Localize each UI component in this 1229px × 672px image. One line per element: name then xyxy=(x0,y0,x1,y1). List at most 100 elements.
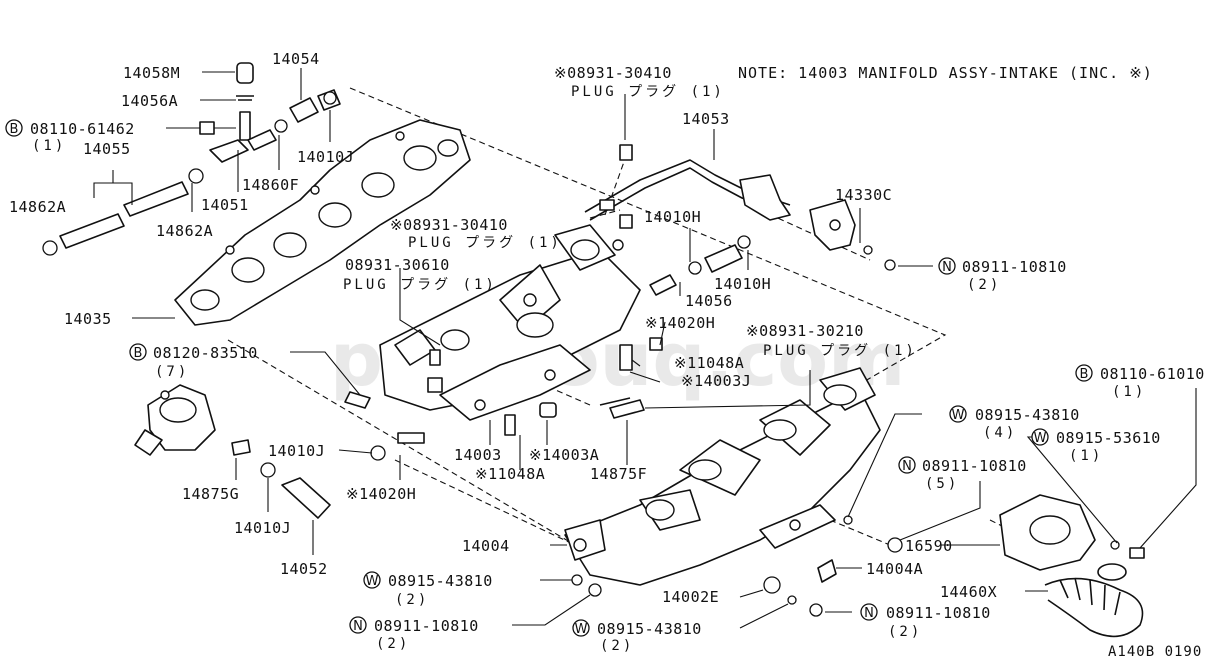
label-14875G: 14875G xyxy=(182,485,239,503)
bolt-marker xyxy=(129,343,147,361)
svg-text:B: B xyxy=(1080,367,1089,382)
label-08915-43810-a-qty: (4) xyxy=(983,425,1017,441)
label-14002E: 14002E xyxy=(662,588,719,606)
label-plug1-text: PLUG プラグ (1) xyxy=(571,84,725,100)
svg-text:B: B xyxy=(10,122,19,137)
svg-text:W: W xyxy=(1034,431,1047,446)
tee-14051 xyxy=(239,111,251,141)
svg-text:N: N xyxy=(353,619,363,634)
label-08911-10810-a: 08911-10810 xyxy=(962,258,1067,276)
pipe-14460X xyxy=(1044,547,1145,638)
label-08120-83510: 08120-83510 xyxy=(153,344,258,362)
label-08120-83510-qty: (7) xyxy=(155,364,189,380)
label-14056A: 14056A xyxy=(121,92,178,110)
label-08915-43810-c-qty: (2) xyxy=(600,638,634,654)
heat-insulator-16590 xyxy=(999,494,1096,571)
nut-marker xyxy=(349,616,367,634)
label-14862A-left: 14862A xyxy=(9,198,66,216)
label-08911-10810-c-qty: (2) xyxy=(376,636,410,652)
svg-text:W: W xyxy=(366,574,379,589)
leader-lines xyxy=(93,68,1197,629)
label-14054: 14054 xyxy=(272,50,320,68)
label-08110-61462-qty: (1) xyxy=(32,138,66,154)
label-08915-43810-c: 08915-43810 xyxy=(597,620,702,638)
nut-marker xyxy=(860,603,878,621)
label-plug1-code: ※08931-30410 xyxy=(554,64,672,82)
label-08915-43810-b-qty: (2) xyxy=(395,592,429,608)
label-08911-10810-c: 08911-10810 xyxy=(374,617,479,635)
hose-14055-a xyxy=(59,213,125,249)
label-08110-61462: 08110-61462 xyxy=(30,120,135,138)
label-14460X: 14460X xyxy=(940,583,997,601)
clamp-14862A-left xyxy=(42,240,58,256)
bolt-marker xyxy=(5,119,23,137)
svg-text:N: N xyxy=(902,459,912,474)
clamp-14862A-mid xyxy=(188,168,204,184)
label-16590: 16590 xyxy=(905,537,953,555)
label-plug2-code: ※08931-30410 xyxy=(390,216,508,234)
label-08110-61010-qty: (1) xyxy=(1112,384,1146,400)
label-08911-10810-a-qty: (2) xyxy=(967,277,1001,293)
label-plug3-text: PLUG プラグ (1) xyxy=(343,277,497,293)
label-14003: 14003 xyxy=(454,446,502,464)
diagram-code: A140B 0190 xyxy=(1108,644,1202,660)
label-08911-10810-d-qty: (2) xyxy=(888,624,922,640)
exhaust-manifold-14004 xyxy=(564,367,881,586)
label-plug4-text: PLUG プラグ (1) xyxy=(763,343,917,359)
label-14010J-top: 14010J xyxy=(297,148,354,166)
bolt-marker xyxy=(1075,364,1093,382)
washer-marker xyxy=(1031,428,1049,446)
gasket-14035 xyxy=(174,119,471,326)
label-14052: 14052 xyxy=(280,560,328,578)
washer-marker xyxy=(572,619,590,637)
label-14010H-a: 14010H xyxy=(644,208,701,226)
label-14003J: ※14003J xyxy=(681,372,751,390)
label-08911-10810-d: 08911-10810 xyxy=(886,604,991,622)
label-14058M: 14058M xyxy=(123,64,180,82)
label-14862A-mid: 14862A xyxy=(156,222,213,240)
pipe-14053 xyxy=(584,159,791,221)
fasteners-bottom xyxy=(571,515,1120,617)
label-08915-53610-qty: (1) xyxy=(1069,448,1103,464)
label-14003A: ※14003A xyxy=(529,446,599,464)
label-08915-53610: 08915-53610 xyxy=(1056,429,1161,447)
label-plug3-code: 08931-30610 xyxy=(345,256,450,274)
label-08911-10810-b-qty: (5) xyxy=(925,476,959,492)
svg-text:N: N xyxy=(942,260,952,275)
hose-14054 xyxy=(289,97,319,123)
hose-14056-group xyxy=(619,144,751,296)
label-14004: 14004 xyxy=(462,537,510,555)
small-fittings xyxy=(344,337,663,461)
label-14053: 14053 xyxy=(682,110,730,128)
water-outlet-housing xyxy=(134,384,331,519)
pcv-valve-group xyxy=(42,62,341,256)
callout-labels: NOTE: 14003 MANIFOLD ASSY-INTAKE (INC. ※… xyxy=(5,50,1205,660)
label-14330C: 14330C xyxy=(835,186,892,204)
label-14875F: 14875F xyxy=(590,465,647,483)
label-14010J-bot: 14010J xyxy=(234,519,291,537)
hose-14052 xyxy=(281,477,331,519)
label-14056: 14056 xyxy=(685,292,733,310)
note-text: NOTE: 14003 MANIFOLD ASSY-INTAKE (INC. ※… xyxy=(738,64,1153,82)
label-plug2-text: PLUG プラグ (1) xyxy=(408,235,562,251)
cap-14058M xyxy=(236,62,254,84)
label-14020H-a: ※14020H xyxy=(645,314,715,332)
clip-14056A xyxy=(236,95,254,101)
nut-marker xyxy=(898,456,916,474)
label-14860F: 14860F xyxy=(242,176,299,194)
label-11048A-b: ※11048A xyxy=(475,465,545,483)
nut-marker xyxy=(938,257,956,275)
svg-text:B: B xyxy=(134,346,143,361)
label-14010J-low: 14010J xyxy=(268,442,325,460)
label-08915-43810-a: 08915-43810 xyxy=(975,406,1080,424)
svg-text:N: N xyxy=(864,606,874,621)
label-plug4-code: ※08931-30210 xyxy=(746,322,864,340)
label-14055: 14055 xyxy=(83,140,131,158)
label-08911-10810-b: 08911-10810 xyxy=(922,457,1027,475)
label-08110-61010: 08110-61010 xyxy=(1100,365,1205,383)
hose-14055-b xyxy=(123,181,189,217)
label-14004A: 14004A xyxy=(866,560,923,578)
svg-text:W: W xyxy=(575,622,588,637)
label-11048A-a: ※11048A xyxy=(674,354,744,372)
